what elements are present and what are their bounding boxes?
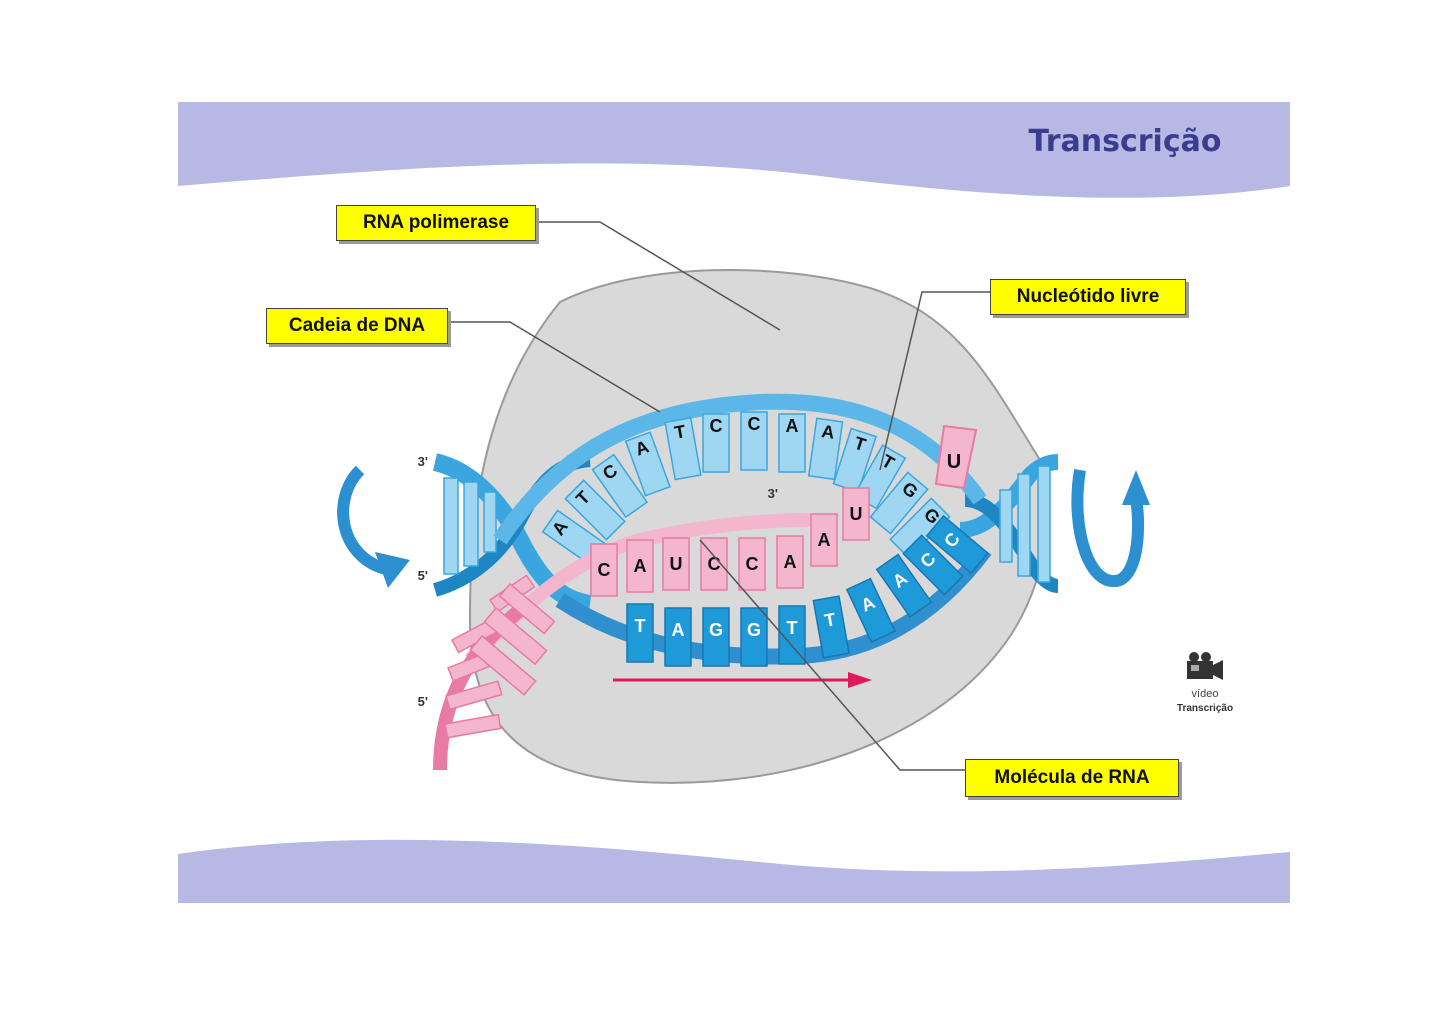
dna-top-letter: T	[673, 421, 687, 443]
rotation-arrow-right	[1071, 469, 1150, 588]
dna-top-base: A	[807, 417, 844, 481]
dna-bottom-letter: T	[787, 618, 798, 638]
dna-bottom-letter: T	[635, 616, 646, 636]
dna-bottom-letter: G	[709, 620, 723, 640]
dna-bottom-base: C	[902, 534, 964, 596]
dna-bottom-base: A	[664, 607, 692, 667]
leader-nucleotido-livre	[879, 291, 990, 471]
rna-letter: U	[850, 504, 863, 524]
leader-lines	[448, 221, 990, 771]
leader-molecula-rna	[699, 539, 965, 771]
rotation-arrow-left	[337, 465, 410, 588]
dna-bottom-base: A	[845, 577, 896, 644]
video-label[interactable]: vídeo	[1191, 688, 1219, 700]
dna-top-base: A	[624, 431, 671, 497]
leader-cadeia-dna	[448, 321, 661, 413]
end-label-left-top: 3'	[418, 454, 428, 469]
label-rna-polimerase: RNA polimerase	[336, 205, 536, 241]
free-nucleotide-letter: U	[947, 451, 961, 473]
dna-top-base: A	[778, 413, 806, 473]
end-label-rna-tail: 5'	[418, 694, 428, 709]
rna-base: A	[626, 539, 654, 593]
rna-base: U	[842, 487, 870, 541]
rna-letter: A	[634, 556, 647, 576]
dna-top-letter: A	[786, 416, 799, 436]
footer-band	[178, 839, 1290, 903]
dna-top-base: C	[702, 413, 730, 473]
dna-top-base: G	[869, 471, 929, 535]
rna-base: A	[810, 513, 838, 567]
rna-letter: C	[746, 554, 759, 574]
video-camera-icon[interactable]	[1183, 651, 1227, 685]
dna-bottom-base: T	[626, 603, 654, 663]
end-label-rna-inner: 3'	[768, 486, 778, 501]
video-name[interactable]: Transcrição	[1176, 703, 1234, 714]
dna-bottom-base: T	[812, 595, 850, 659]
dna-top-letter: A	[632, 436, 651, 459]
dna-top-base: C	[740, 411, 768, 471]
dna-bottom-letter: A	[672, 620, 685, 640]
dna-top-letter: A	[820, 421, 836, 443]
dna-bottom-base: G	[702, 607, 730, 667]
dna-bottom-base: A	[875, 553, 933, 618]
rna-base: C	[590, 543, 618, 597]
dna-top-letter: C	[710, 416, 723, 436]
dna-top-base: C	[591, 453, 649, 519]
direction-arrow	[613, 672, 872, 688]
header-band	[178, 102, 1290, 198]
dna-top-backbone	[493, 393, 987, 545]
dna-bottom-letter: G	[747, 620, 761, 640]
rna-letter: U	[670, 554, 683, 574]
dna-bottom-letter: T	[823, 609, 837, 631]
dna-top-base: T	[564, 479, 626, 541]
dna-bottom-base: G	[740, 607, 768, 667]
end-label-left-bottom: 5'	[418, 568, 428, 583]
page-title: Transcrição	[1028, 124, 1222, 159]
dna-helix-right	[959, 454, 1059, 593]
rna-base: U	[662, 537, 690, 591]
rna-letter: C	[598, 560, 611, 580]
free-nucleotide: U	[934, 424, 978, 490]
dna-bottom-base: C	[925, 514, 989, 575]
dna-top-letter: C	[748, 414, 761, 434]
label-nucleotido-livre: Nucleótido livre	[990, 279, 1186, 315]
rna-tail	[433, 574, 556, 771]
rna-letter: A	[818, 530, 831, 550]
label-molecula-rna: Molécula de RNA	[965, 759, 1179, 797]
dna-top-base: T	[664, 417, 702, 481]
label-cadeia-dna: Cadeia de DNA	[266, 308, 448, 344]
leader-rna-polimerase	[536, 221, 781, 331]
rna-base: C	[738, 537, 766, 591]
rna-letter: A	[784, 552, 797, 572]
rna-base: A	[776, 535, 804, 589]
